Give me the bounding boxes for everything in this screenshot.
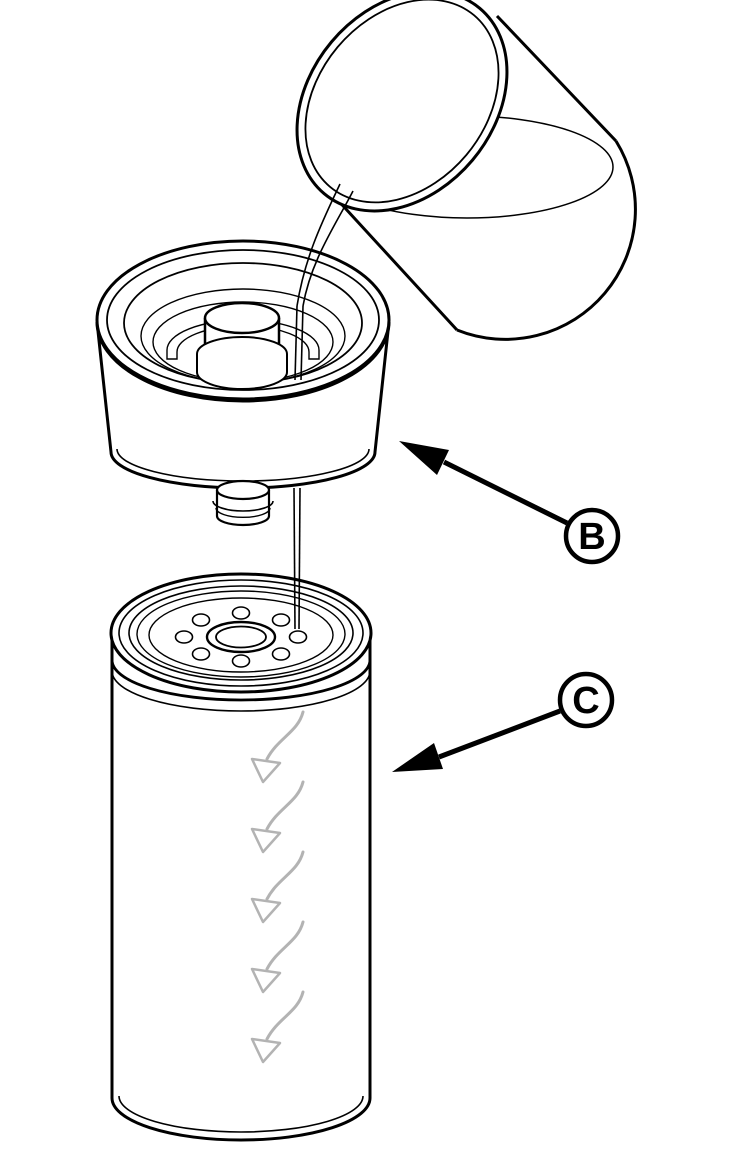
callout-b-label: B <box>578 516 605 558</box>
bolt-hole <box>288 630 308 644</box>
callout-b-circle <box>563 507 621 565</box>
callout-b: B <box>399 441 621 565</box>
post-base-ring <box>196 336 288 390</box>
bolt-holes <box>174 606 308 668</box>
callout-c-circle <box>557 671 615 729</box>
filter-cartridge <box>109 572 373 1142</box>
threaded-fitting <box>212 479 274 527</box>
cartridge-seam-band-2 <box>111 670 371 712</box>
pouring-cup <box>295 0 637 341</box>
cup-rim-outer <box>295 0 509 213</box>
callout-b-arrowhead <box>399 441 449 475</box>
bolt-hole <box>271 647 291 661</box>
post-top <box>203 301 281 335</box>
bolt-hole <box>191 647 211 661</box>
fuel-stream <box>293 183 354 630</box>
callout-c-arrow-line <box>438 708 561 760</box>
callout-b-arrow-line <box>442 459 569 526</box>
cup-side-upper <box>495 14 618 143</box>
cartridge-bottom-detail <box>118 1095 364 1133</box>
bolt-hole <box>174 630 194 644</box>
filter-head <box>95 239 391 527</box>
cartridge-seam-band-1 <box>110 659 372 702</box>
bolt-hole <box>231 606 251 620</box>
bolt-hole <box>231 654 251 668</box>
cup-base <box>456 140 637 341</box>
bolt-hole <box>191 613 211 627</box>
callout-c: C <box>392 671 615 772</box>
callout-c-label: C <box>572 680 599 722</box>
center-hole <box>205 620 277 654</box>
cup-rim-inner <box>304 0 500 204</box>
head-center-post <box>196 301 288 390</box>
head-rim-inner <box>106 249 380 391</box>
cartridge-body <box>110 634 372 1142</box>
callout-c-arrowhead <box>392 743 443 772</box>
bolt-hole <box>271 613 291 627</box>
cup-side-lower <box>332 194 459 332</box>
